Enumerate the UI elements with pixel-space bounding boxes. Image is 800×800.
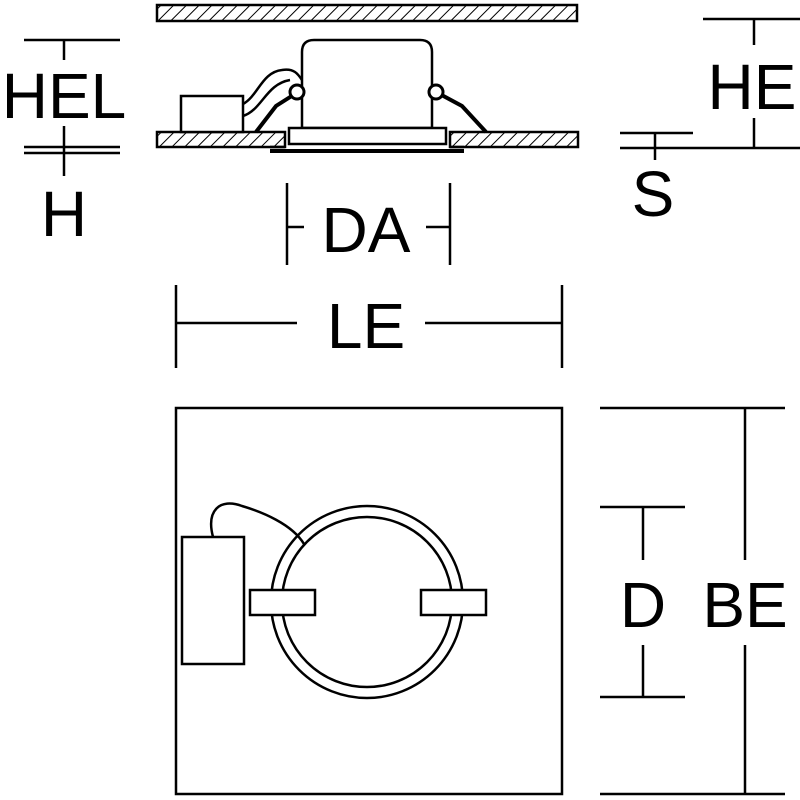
cable-side [242, 68, 304, 106]
ceiling-panel-right [448, 130, 580, 149]
cable-top [210, 502, 306, 545]
he-dimension [620, 17, 800, 160]
driver-box-side [179, 94, 245, 134]
label-be: BE [702, 569, 787, 641]
upper-ceiling-slab [155, 3, 579, 23]
label-le: LE [327, 290, 405, 362]
label-s: S [632, 158, 675, 230]
hel-dimension [24, 38, 120, 176]
spring-clip-top-right [419, 588, 488, 617]
clip-pivot-left [288, 83, 306, 101]
le-dimension [174, 285, 564, 368]
label-he: HE [708, 51, 797, 123]
label-d: D [620, 569, 666, 641]
be-dimension [600, 406, 785, 796]
top-view [174, 406, 564, 796]
ceiling-panel-left [155, 130, 287, 149]
lamp-housing [300, 38, 434, 130]
d-dimension [600, 505, 685, 699]
da-dimension [285, 183, 452, 265]
side-view [155, 3, 580, 153]
spring-clip-top-left [248, 588, 317, 617]
trim-flange [287, 126, 448, 146]
ceiling-cutout-outline [174, 406, 564, 796]
label-da: DA [322, 194, 411, 266]
spring-clip-right [435, 90, 488, 134]
label-hel: HEL [2, 60, 127, 132]
driver-box-top [180, 535, 246, 666]
label-h: H [41, 178, 87, 250]
clip-pivot-right [427, 83, 445, 101]
cable-side-2 [242, 78, 291, 118]
